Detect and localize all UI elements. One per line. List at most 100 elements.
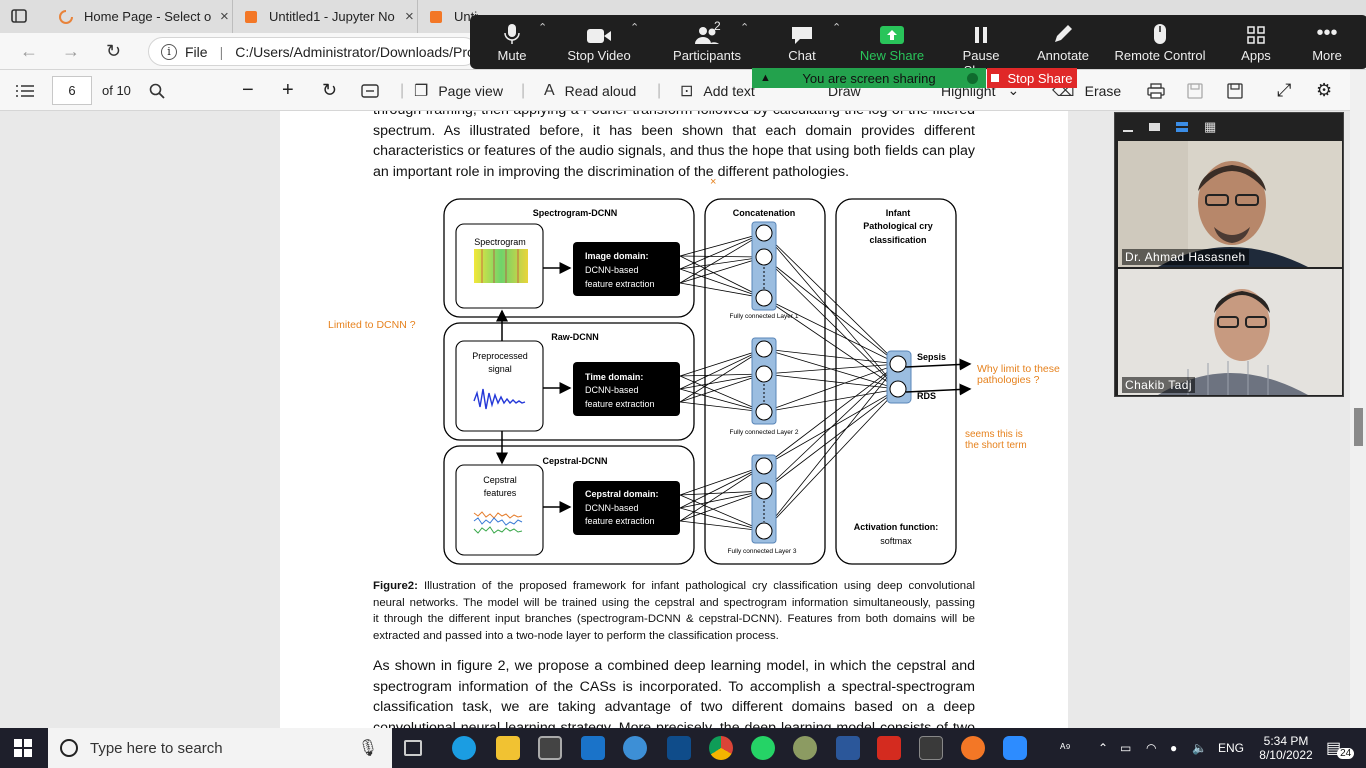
- fullscreen-icon[interactable]: ⤢: [1277, 80, 1292, 100]
- save-icon[interactable]: [1187, 70, 1203, 111]
- wifi-icon[interactable]: ◠: [1146, 741, 1157, 755]
- participant-name: Chakib Tadj: [1122, 377, 1195, 393]
- search-icon: [60, 739, 78, 757]
- sharing-status-text: You are screen sharing: [802, 70, 936, 86]
- tab-home-page[interactable]: Home Page - Select or ×: [48, 0, 233, 33]
- restore-icon[interactable]: [1149, 123, 1160, 131]
- contents-icon[interactable]: [16, 70, 34, 111]
- video-tile-ahmad[interactable]: Dr. Ahmad Hasasneh: [1118, 141, 1342, 267]
- class-title-1: Infant: [886, 208, 911, 218]
- acrobat-icon[interactable]: [877, 736, 901, 760]
- file-explorer-icon[interactable]: [496, 736, 520, 760]
- volume-icon[interactable]: 🔈: [1192, 741, 1207, 755]
- taskbar-search[interactable]: Type here to search 🎙: [48, 728, 392, 768]
- chat-icon: [774, 15, 830, 45]
- microphone-icon[interactable]: 🎙: [357, 740, 378, 757]
- raw-branch: [443, 322, 695, 441]
- rotate-icon[interactable]: ↻: [322, 80, 338, 100]
- drag-handle-icon[interactable]: ▲: [760, 72, 771, 84]
- annotate-button[interactable]: Annotate: [1032, 15, 1094, 69]
- chevron-up-icon[interactable]: ⌃: [832, 22, 842, 34]
- task-view-icon[interactable]: [404, 740, 422, 756]
- chevron-down-icon[interactable]: ⌄: [1007, 82, 1020, 98]
- tab-untitled[interactable]: Untitl: [418, 0, 478, 33]
- chat-button[interactable]: Chat: [774, 15, 830, 69]
- scrollbar-thumb[interactable]: [1354, 408, 1363, 446]
- chrome-icon[interactable]: [709, 736, 733, 760]
- jupyter-taskbar-icon[interactable]: [961, 736, 985, 760]
- save-as-icon[interactable]: [1227, 70, 1243, 111]
- tab-close-icon[interactable]: ×: [405, 8, 414, 25]
- edge-icon[interactable]: [452, 736, 476, 760]
- cep-input-label-2: features: [484, 488, 517, 498]
- tab-jupyter[interactable]: Untitled1 - Jupyter No ×: [233, 0, 418, 33]
- chat-label: Chat: [788, 48, 816, 63]
- annotation-why[interactable]: Why limit to these pathologies ?: [977, 364, 1060, 386]
- whatsapp-icon[interactable]: [751, 736, 775, 760]
- network-app-icon[interactable]: [623, 736, 647, 760]
- print-icon[interactable]: [1147, 70, 1165, 111]
- caption-line: Figure2: Illustration of the proposed fr…: [373, 578, 975, 595]
- mute-button[interactable]: Mute: [484, 15, 540, 69]
- store-icon[interactable]: [538, 736, 562, 760]
- paint-icon[interactable]: [793, 736, 817, 760]
- paragraph-body: As shown in figure 2, we propose a combi…: [373, 656, 975, 728]
- notifications-button[interactable]: ▤ 24: [1326, 728, 1355, 768]
- zoom-in-icon[interactable]: +: [282, 79, 294, 101]
- page-view-button[interactable]: ❐ Page view: [414, 70, 503, 111]
- speaker-view-icon[interactable]: [1176, 122, 1188, 132]
- url-field[interactable]: i File | C:/Users/Administrator/Download…: [148, 37, 478, 66]
- fit-page-icon[interactable]: [361, 70, 379, 111]
- svg-text:Cepstral domain:: Cepstral domain:: [585, 489, 659, 499]
- add-text-button[interactable]: ⊡ Add text: [680, 70, 755, 111]
- language-indicator[interactable]: ENG: [1218, 741, 1245, 755]
- jupyter-icon: [245, 10, 257, 23]
- spec-title: Spectrogram-DCNN: [533, 208, 618, 218]
- chevron-up-icon[interactable]: ⌃: [1098, 741, 1109, 755]
- apps-button[interactable]: Apps: [1236, 15, 1276, 69]
- battery-icon[interactable]: ▭: [1120, 741, 1132, 755]
- page-number-input[interactable]: 6: [52, 76, 92, 105]
- terminal-icon[interactable]: [919, 736, 943, 760]
- zoom-out-icon[interactable]: −: [242, 79, 254, 101]
- read-aloud-button[interactable]: A Read aloud: [544, 70, 636, 111]
- stop-video-button[interactable]: Stop Video: [562, 15, 636, 69]
- info-icon[interactable]: i: [161, 43, 177, 60]
- stop-share-button[interactable]: Stop Share: [987, 68, 1077, 88]
- fully-connected-layers: [751, 221, 777, 544]
- tab-close-icon[interactable]: ×: [220, 8, 229, 25]
- word-icon[interactable]: [836, 736, 860, 760]
- waveform-thumbnail: [473, 388, 526, 410]
- windows-start-icon[interactable]: [14, 739, 32, 762]
- zoom-app-icon[interactable]: [1003, 736, 1027, 760]
- vertical-scrollbar[interactable]: [1350, 70, 1366, 728]
- clock[interactable]: 5:34 PM 8/10/2022: [1252, 728, 1320, 768]
- pen-icon: [1032, 15, 1094, 45]
- annotation-short-term[interactable]: seems this is the short term: [965, 429, 1027, 451]
- mail-icon[interactable]: [581, 736, 605, 760]
- chevron-up-icon[interactable]: ⌃: [538, 22, 548, 34]
- gear-icon[interactable]: ⚙: [1316, 80, 1333, 100]
- annotation-limited[interactable]: Limited to DCNN ?: [328, 319, 416, 331]
- remote-control-button[interactable]: Remote Control: [1114, 15, 1206, 69]
- pause-share-button[interactable]: Pause Share: [946, 15, 1016, 78]
- people-icon[interactable]: ᴬ⁹: [1060, 741, 1071, 755]
- back-icon[interactable]: ←: [20, 41, 38, 61]
- new-share-button[interactable]: New Share: [856, 15, 928, 69]
- find-icon[interactable]: [149, 70, 165, 111]
- minimize-icon[interactable]: [1123, 130, 1133, 132]
- forward-icon[interactable]: →: [62, 41, 80, 61]
- annotation-cross[interactable]: ×: [710, 176, 717, 188]
- concatenation-block: [704, 198, 826, 565]
- chevron-up-icon[interactable]: ⌃: [740, 22, 750, 34]
- video-tile-chakib[interactable]: Chakib Tadj: [1118, 269, 1342, 395]
- gallery-view-icon[interactable]: ▦: [1204, 119, 1217, 134]
- tab-actions-icon[interactable]: [8, 6, 30, 26]
- chevron-up-icon[interactable]: ⌃: [630, 22, 640, 34]
- refresh-icon[interactable]: ↻: [106, 41, 122, 61]
- more-button[interactable]: ••• More: [1304, 15, 1350, 69]
- network-disconnected-icon[interactable]: ●: [1170, 741, 1178, 755]
- participants-button[interactable]: Participants: [666, 15, 748, 69]
- defender-icon[interactable]: [667, 736, 691, 760]
- page-total: of 10: [102, 83, 131, 98]
